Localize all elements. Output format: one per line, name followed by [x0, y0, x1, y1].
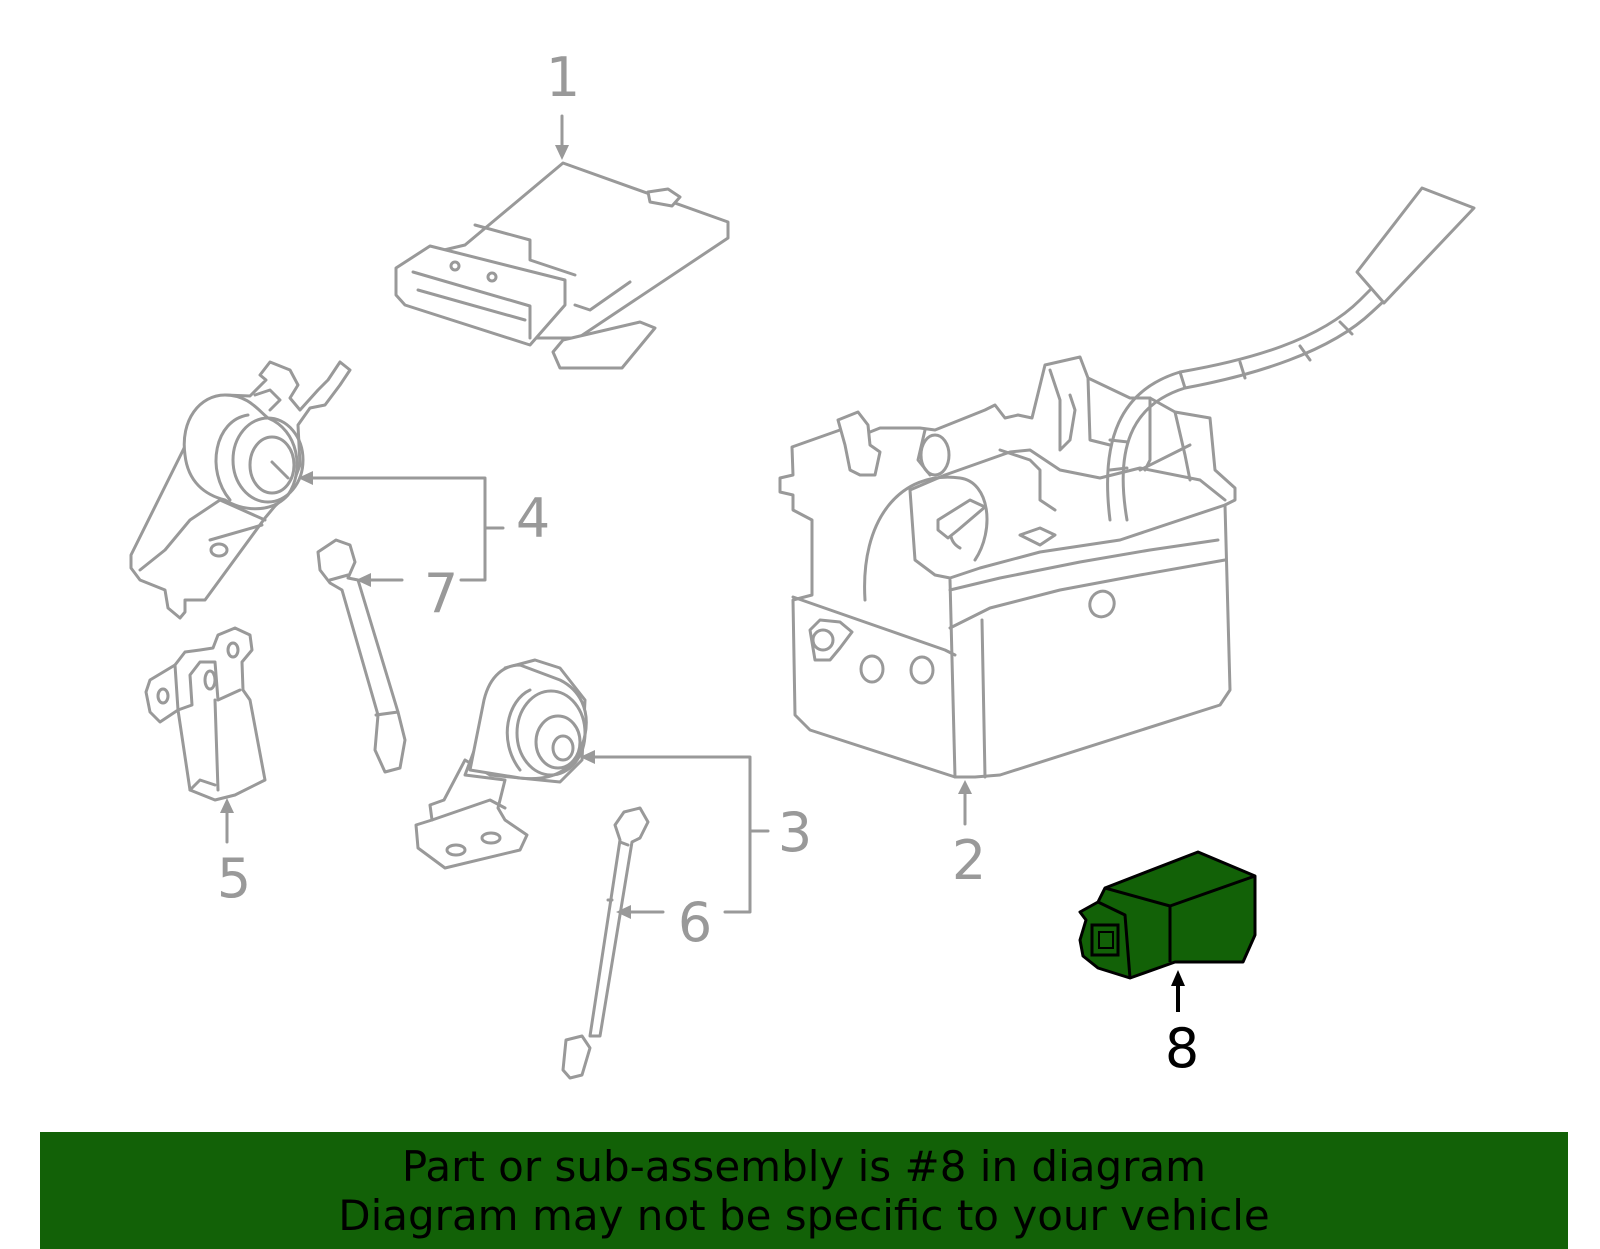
callout-4: 4 — [516, 487, 550, 550]
part-3-height-sensor[interactable] — [414, 658, 588, 870]
callout-5: 5 — [217, 847, 251, 910]
banner-line-1: Part or sub-assembly is #8 in diagram — [401, 1142, 1207, 1191]
part-5-bracket[interactable] — [144, 626, 267, 802]
part-8-highlighted-sensor[interactable] — [1078, 850, 1257, 980]
callout-2: 2 — [952, 829, 986, 892]
part-7-link-rod[interactable] — [316, 538, 407, 774]
callout-8: 8 — [1165, 1017, 1199, 1080]
banner-line-2: Diagram may not be specific to your vehi… — [338, 1191, 1270, 1240]
leader-lines — [220, 114, 1185, 1012]
callout-1: 1 — [546, 46, 580, 109]
info-banner: Part or sub-assembly is #8 in diagram Di… — [40, 1132, 1568, 1249]
callout-7: 7 — [424, 562, 458, 625]
part-2-abs-unit[interactable] — [778, 186, 1476, 779]
part-4-height-sensor[interactable] — [129, 360, 352, 620]
callout-3: 3 — [778, 801, 812, 864]
callout-6: 6 — [678, 891, 712, 954]
part-1-control-module[interactable] — [394, 161, 730, 370]
callout-labels: 1 2 3 4 5 6 7 8 — [217, 46, 1199, 1080]
part-6-link-rod[interactable] — [561, 806, 650, 1080]
